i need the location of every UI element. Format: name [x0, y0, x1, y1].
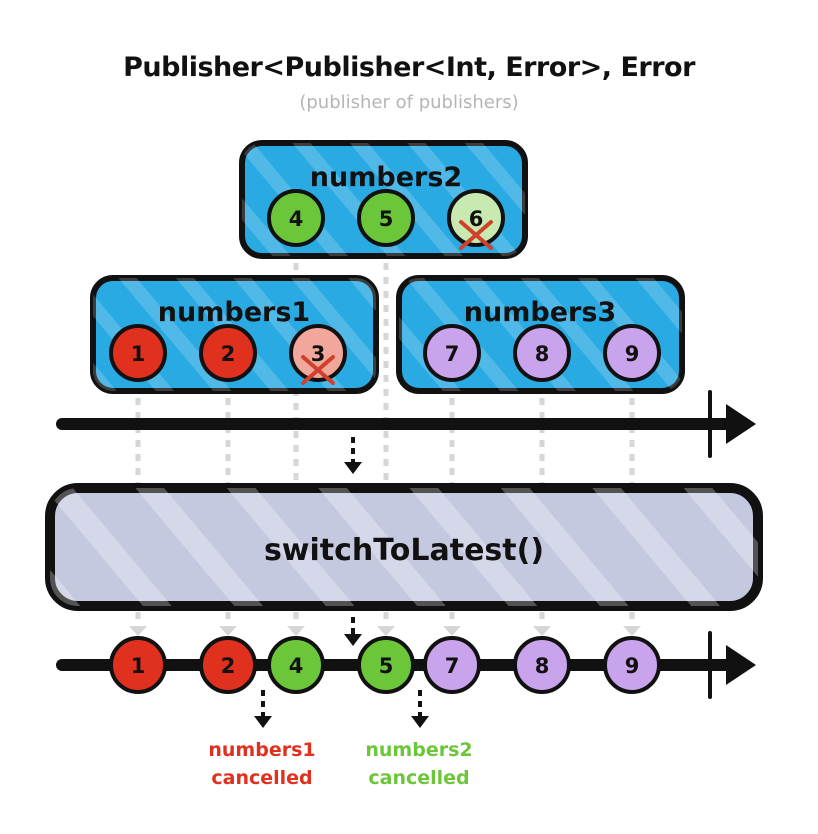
- marble-circle: [109, 636, 167, 694]
- output-marble: 9: [603, 636, 661, 694]
- marble-label: 5: [379, 654, 394, 678]
- input-timeline: [56, 390, 756, 458]
- marble-label: 9: [625, 654, 640, 678]
- output-marble: 5: [357, 636, 415, 694]
- diagram-subtitle: (publisher of publishers): [299, 92, 519, 113]
- numbers2-cancelled-note: numbers2 cancelled: [344, 736, 494, 792]
- guide-arrow-icon: [287, 626, 305, 636]
- arrow-down-icon: [344, 617, 362, 646]
- marble-circle: [199, 324, 257, 382]
- guide-arrow-icon: [377, 626, 395, 636]
- marble: 1: [109, 324, 167, 382]
- output-marble: 7: [423, 636, 481, 694]
- note-line-1: numbers1: [208, 739, 316, 761]
- publisher-label-numbers2: numbers2: [310, 162, 462, 193]
- marble: 2: [199, 324, 257, 382]
- guide-arrow-icon: [623, 626, 641, 636]
- marble-label: 1: [131, 654, 146, 678]
- marble-circle: [357, 636, 415, 694]
- marble-label: 3: [311, 342, 326, 366]
- marble: 9: [603, 324, 661, 382]
- note-line-1: numbers2: [365, 739, 473, 761]
- marble-circle: [423, 636, 481, 694]
- cancel-arrow-numbers1: [254, 690, 272, 728]
- guide-arrow-icon: [533, 626, 551, 636]
- cancel-cross-icon: [301, 355, 335, 385]
- marble: 5: [357, 189, 415, 247]
- marble-circle: [603, 324, 661, 382]
- marble-label: 5: [379, 207, 394, 231]
- marble-label: 8: [535, 654, 550, 678]
- guide-arrow-icon: [129, 626, 147, 636]
- marble-circle: [267, 636, 325, 694]
- note-line-2: cancelled: [211, 767, 313, 789]
- marble-circle: [357, 189, 415, 247]
- marble-label: 8: [535, 342, 550, 366]
- numbers1-cancelled-note: numbers1 cancelled: [187, 736, 337, 792]
- marble: 3: [289, 324, 347, 385]
- arrow-down-icon: [344, 437, 362, 474]
- marble-circle: [199, 636, 257, 694]
- marble-circle: [289, 324, 347, 382]
- cancel-arrow-numbers2: [411, 690, 429, 728]
- publisher-label-numbers3: numbers3: [464, 297, 616, 328]
- output-marble: 1: [109, 636, 167, 694]
- marble-circle: [109, 324, 167, 382]
- marble: 4: [267, 189, 325, 247]
- marble-circle: [447, 189, 505, 247]
- marble-label: 2: [221, 342, 236, 366]
- marble: 8: [513, 324, 571, 382]
- operator-box: [45, 483, 763, 611]
- marble-label: 7: [445, 654, 460, 678]
- output-marble: 4: [267, 636, 325, 694]
- cancel-cross-icon: [459, 220, 493, 250]
- marble-label: 7: [445, 342, 460, 366]
- publisher-label-numbers1: numbers1: [158, 297, 310, 328]
- note-line-2: cancelled: [368, 767, 470, 789]
- operator-label: switchToLatest(): [264, 533, 544, 568]
- marble-circle: [603, 636, 661, 694]
- marble-label: 9: [625, 342, 640, 366]
- marble: 7: [423, 324, 481, 382]
- marble-label: 6: [469, 207, 484, 231]
- marble-label: 4: [289, 654, 304, 678]
- guide-arrow-icon: [443, 626, 461, 636]
- marble-circle: [267, 189, 325, 247]
- output-marble: 8: [513, 636, 571, 694]
- marble-label: 1: [131, 342, 146, 366]
- marble-label: 4: [289, 207, 304, 231]
- marble-circle: [513, 324, 571, 382]
- marble: 6: [447, 189, 505, 250]
- marble-label: 2: [221, 654, 236, 678]
- marble-circle: [513, 636, 571, 694]
- output-marble: 2: [199, 636, 257, 694]
- diagram-title: Publisher<Publisher<Int, Error>, Error: [123, 52, 695, 83]
- guide-arrow-icon: [219, 626, 237, 636]
- marble-circle: [423, 324, 481, 382]
